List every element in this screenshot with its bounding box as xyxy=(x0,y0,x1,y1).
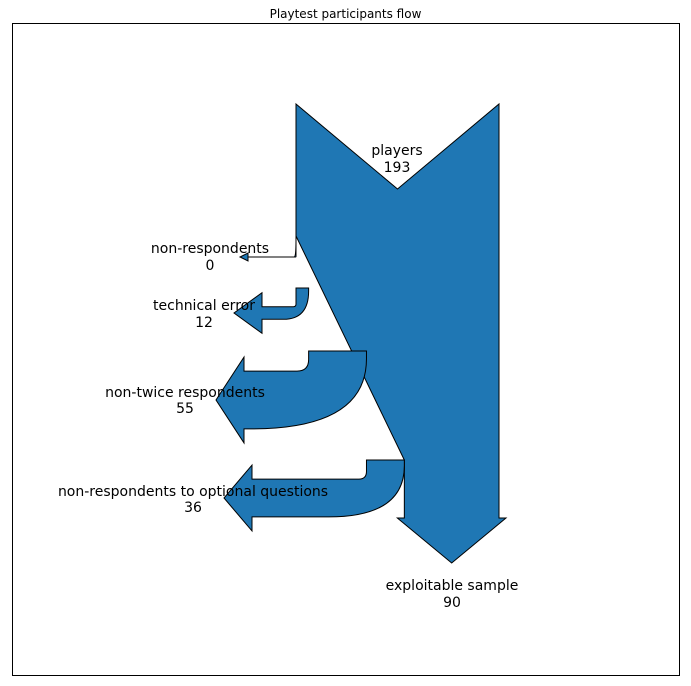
outflow-3-label-name: non-respondents to optional questions xyxy=(58,484,328,500)
flow-outflow-3 xyxy=(223,459,405,533)
sankey-flows xyxy=(215,102,508,564)
outflow-0-label-name: non-respondents xyxy=(151,241,269,257)
outflow-1-label-value: 12 xyxy=(195,315,213,331)
plot-frame xyxy=(12,23,680,676)
remainder-label-name: exploitable sample xyxy=(386,578,519,594)
sankey-labels: players 193 non-respondents 0 technical … xyxy=(58,143,518,611)
flow-outflow-1 xyxy=(233,287,310,335)
source-label-value: 193 xyxy=(384,160,411,176)
remainder-label-value: 90 xyxy=(443,595,461,611)
outflow-1-label-name: technical error xyxy=(153,298,255,314)
outflow-3-label-value: 36 xyxy=(184,500,202,516)
flow-source-trunk xyxy=(295,102,508,564)
chart-title: Playtest participants flow xyxy=(270,7,422,21)
outflow-0-label-value: 0 xyxy=(206,258,215,274)
flow-outflow-0 xyxy=(238,236,297,262)
flow-outflow-2 xyxy=(215,350,367,445)
outflow-2-label-value: 55 xyxy=(176,401,194,417)
source-label-name: players xyxy=(371,143,422,159)
outflow-2-label-name: non-twice respondents xyxy=(105,385,265,401)
